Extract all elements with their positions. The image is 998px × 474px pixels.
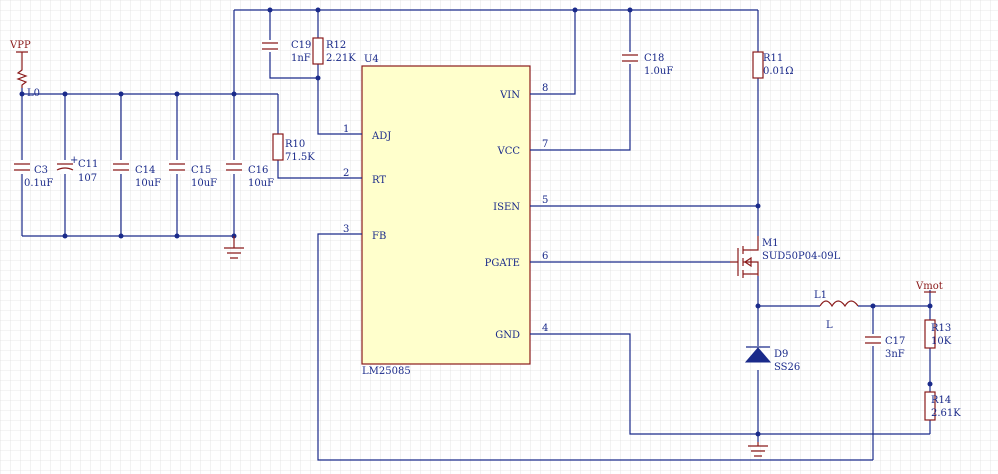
c19-ref: C19 — [291, 40, 311, 51]
resistor-r13[interactable]: R13 10K — [924, 319, 952, 349]
pin-name-gnd: GND — [495, 330, 520, 341]
capacitor-c15[interactable]: C15 10uF — [169, 160, 217, 189]
c17-ref: C17 — [885, 336, 905, 347]
c19-value: 1nF — [291, 53, 311, 64]
r12-value: 2.21K — [326, 53, 356, 64]
pin-name-isen: ISEN — [493, 202, 520, 213]
vmot-label: Vmot — [915, 281, 943, 292]
ic-designator: U4 — [364, 54, 379, 65]
capacitor-c14[interactable]: C14 10uF — [113, 160, 161, 189]
l0-label: L0 — [27, 88, 40, 99]
vmot-net[interactable]: Vmot — [915, 281, 943, 293]
ic-body — [361, 65, 531, 365]
pin-name-vin: VIN — [499, 90, 520, 101]
pin-num-isen: 5 — [542, 195, 548, 206]
r11-value: 0.01Ω — [763, 66, 794, 77]
c17-value: 3nF — [885, 349, 905, 360]
capacitor-c11[interactable]: + C11 107 — [56, 155, 98, 184]
resistor-r14[interactable]: R14 2.61K — [924, 391, 961, 421]
ic-part-number: LM25085 — [362, 366, 411, 377]
pin-name-pgate: PGATE — [485, 258, 520, 269]
capacitor-c19[interactable]: C19 1nF — [262, 40, 311, 64]
c11-value: 107 — [78, 173, 97, 184]
ground-symbol-right — [748, 442, 768, 457]
resistor-r11[interactable]: R11 0.01Ω — [752, 51, 794, 79]
c16-value: 10uF — [248, 178, 274, 189]
d9-ref: D9 — [774, 349, 788, 360]
pin-name-adj: ADJ — [371, 131, 391, 142]
diode-d9[interactable]: D9 SS26 — [744, 346, 800, 373]
pin-num-gnd: 4 — [542, 323, 548, 334]
c15-ref: C15 — [191, 165, 211, 176]
pin-num-fb: 3 — [343, 224, 349, 235]
c15-value: 10uF — [191, 178, 217, 189]
r12-ref: R12 — [326, 40, 346, 51]
pin-name-rt: RT — [372, 175, 386, 186]
resistor-r12[interactable]: R12 2.21K — [312, 37, 356, 65]
r14-ref: R14 — [931, 395, 951, 406]
capacitor-c3[interactable]: C3 0.1uF — [14, 160, 53, 189]
c16-ref: C16 — [248, 165, 268, 176]
capacitor-c17[interactable]: C17 3nF — [865, 334, 905, 360]
c11-ref: C11 — [78, 159, 98, 170]
r14-value: 2.61K — [931, 408, 961, 419]
m1-value: SUD50P04-09L — [762, 251, 841, 262]
c11-polarity: + — [70, 155, 78, 166]
r13-ref: R13 — [931, 323, 951, 334]
r10-ref: R10 — [285, 139, 305, 150]
pin-num-adj: 1 — [343, 124, 349, 135]
junctions — [19, 7, 933, 437]
l1-ref: L1 — [814, 290, 827, 301]
c18-value: 1.0uF — [644, 66, 673, 77]
c3-ref: C3 — [34, 165, 48, 176]
inductor-l1[interactable]: L1 L — [814, 290, 859, 331]
pin-name-fb: FB — [372, 231, 386, 242]
pin-num-vin: 8 — [542, 83, 548, 94]
d9-value: SS26 — [774, 362, 800, 373]
pin-num-vcc: 7 — [542, 139, 548, 150]
capacitor-c18[interactable]: C18 1.0uF — [622, 52, 673, 77]
m1-ref: M1 — [762, 238, 779, 249]
capacitor-c16[interactable]: C16 10uF — [226, 160, 274, 189]
l1-value: L — [826, 320, 833, 331]
vpp-label: VPP — [9, 40, 31, 51]
vpp-net[interactable]: VPP — [9, 40, 31, 88]
r11-ref: R11 — [763, 53, 783, 64]
mosfet-m1[interactable]: M1 SUD50P04-09L — [730, 236, 841, 278]
c14-ref: C14 — [135, 165, 155, 176]
pin-num-pgate: 6 — [542, 251, 548, 262]
pin-num-rt: 2 — [343, 168, 349, 179]
pin-name-vcc: VCC — [496, 146, 520, 157]
ground-symbol-left — [224, 236, 244, 259]
c3-value: 0.1uF — [24, 178, 53, 189]
ic-u4[interactable]: U4 LM25085 ADJ RT FB VIN VCC ISEN PGATE … — [343, 54, 548, 377]
r10-value: 71.5K — [285, 152, 315, 163]
c18-ref: C18 — [644, 53, 664, 64]
r13-value: 10K — [931, 336, 952, 347]
c14-value: 10uF — [135, 178, 161, 189]
resistor-r10[interactable]: R10 71.5K — [272, 133, 315, 163]
